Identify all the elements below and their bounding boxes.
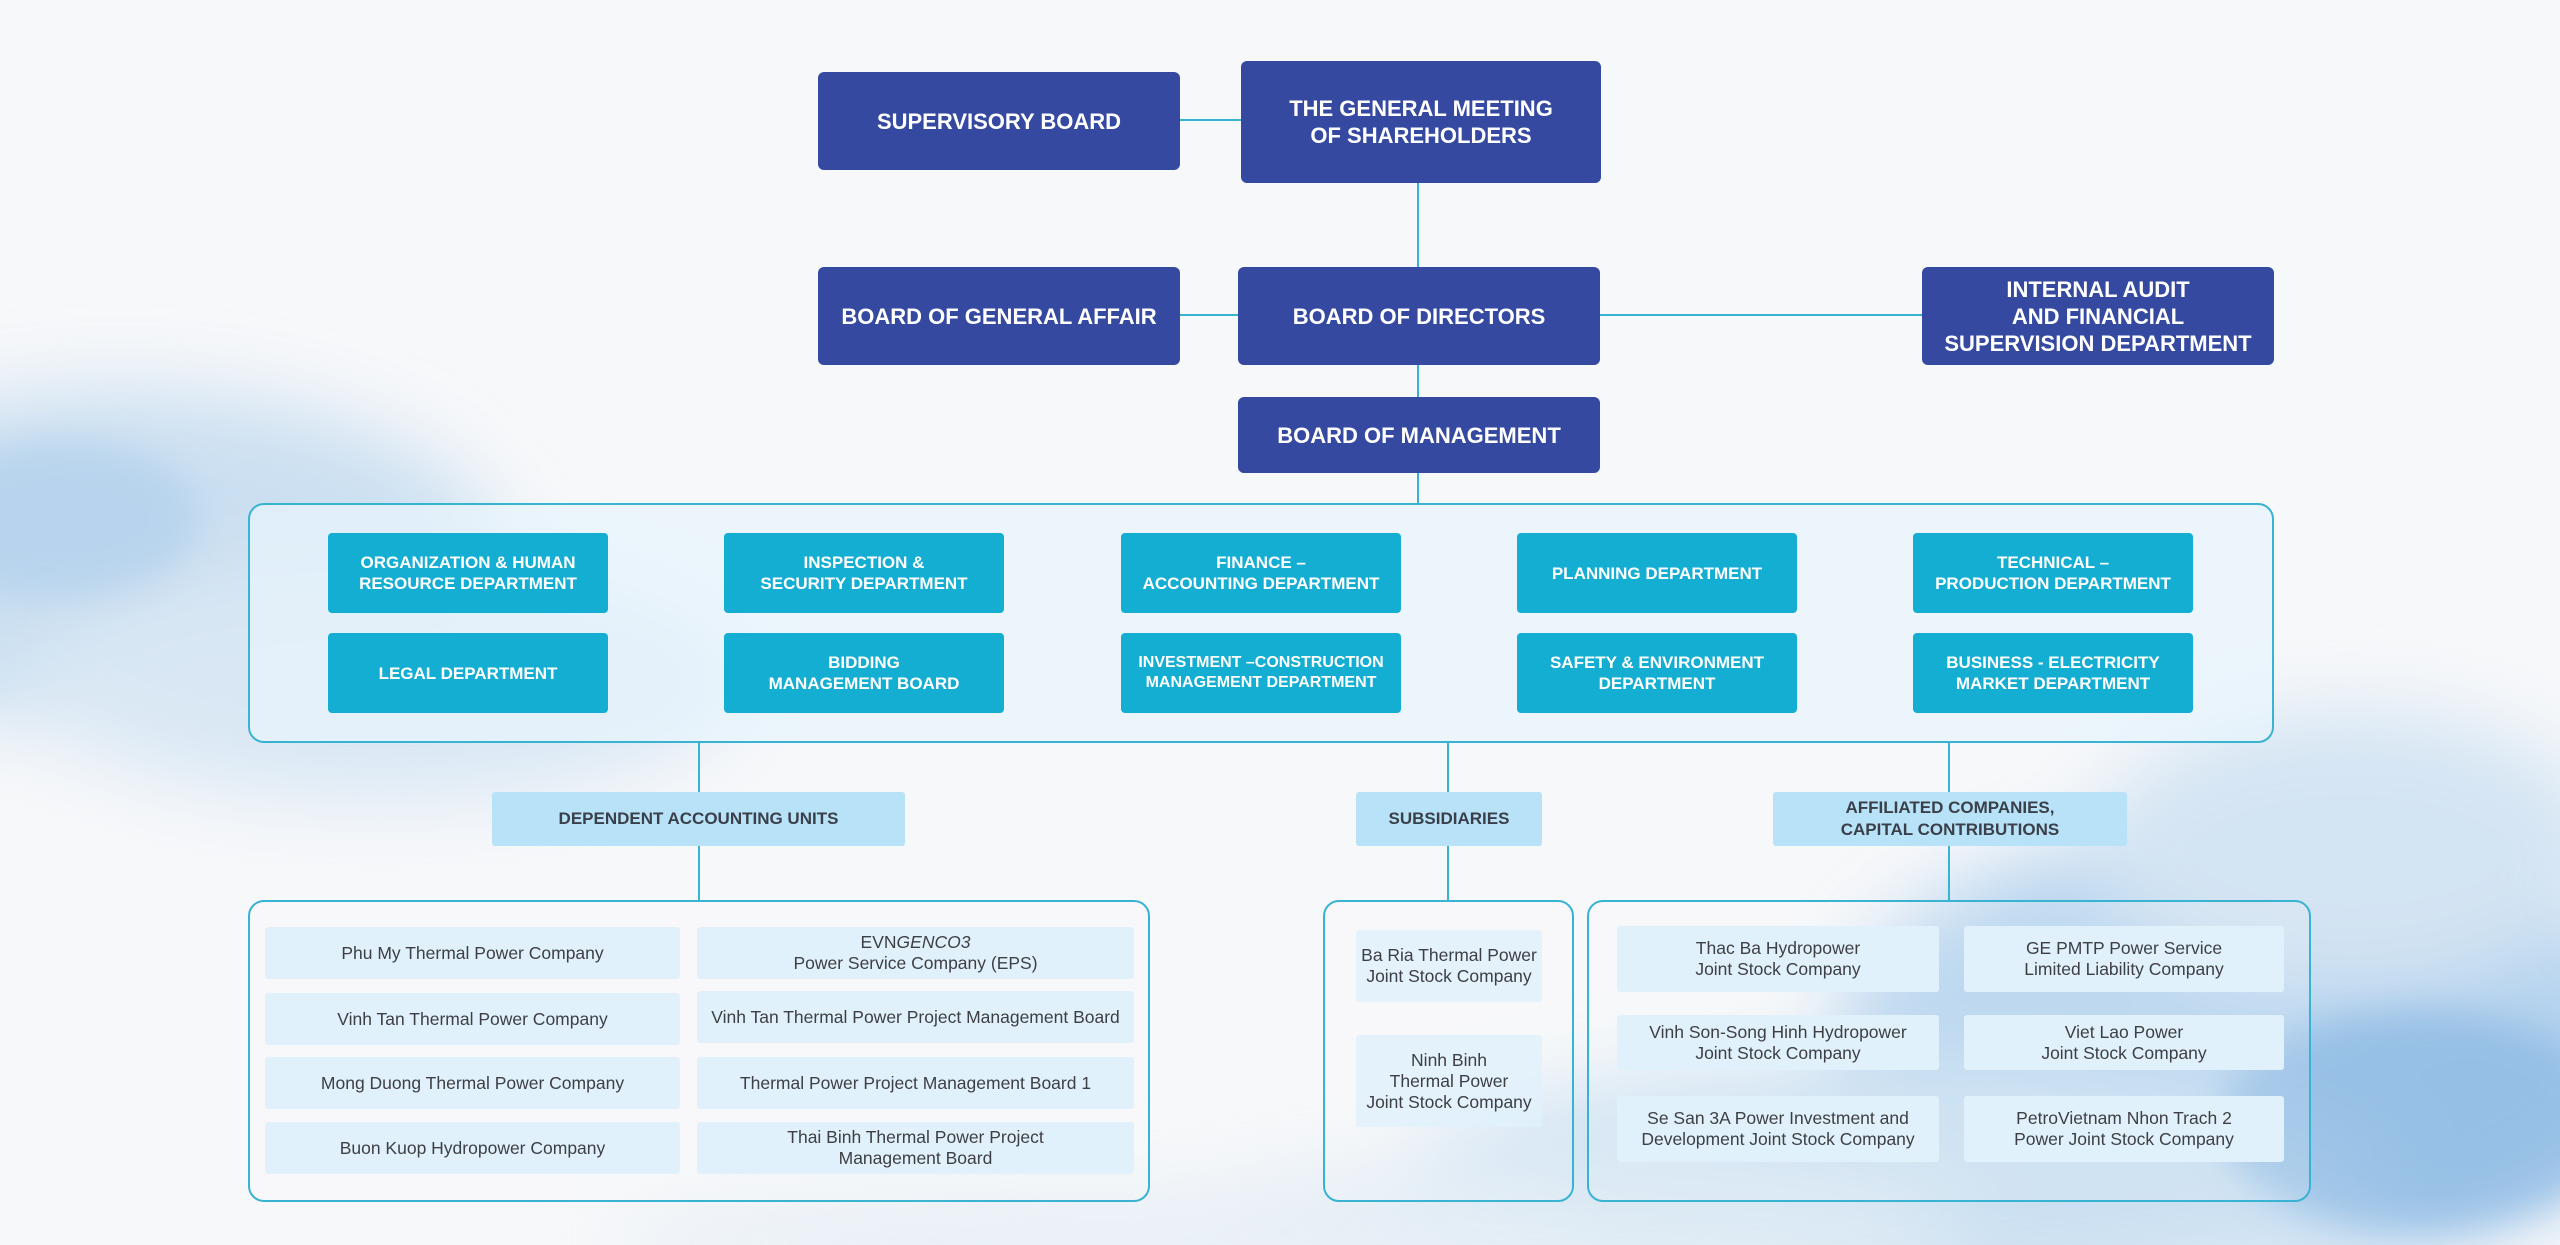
affiliate-ge-pmtp: GE PMTP Power Service Limited Liability … <box>1964 926 2284 992</box>
subsidiary-ninh-binh: Ninh Binh Thermal Power Joint Stock Comp… <box>1356 1035 1542 1127</box>
department-investment-construction: INVESTMENT –CONSTRUCTION MANAGEMENT DEPA… <box>1121 633 1401 713</box>
department-planning: PLANNING DEPARTMENT <box>1517 533 1797 613</box>
board-of-general-affair: BOARD OF GENERAL AFFAIR <box>818 267 1180 365</box>
supervisory-board: SUPERVISORY BOARD <box>818 72 1180 170</box>
unit-buon-kuop: Buon Kuop Hydropower Company <box>265 1122 680 1174</box>
eps-italic: GENCO3 <box>896 932 971 952</box>
department-legal: LEGAL DEPARTMENT <box>328 633 608 713</box>
department-finance-accounting: FINANCE – ACCOUNTING DEPARTMENT <box>1121 533 1401 613</box>
unit-evngenco3-eps: EVNGENCO3 Power Service Company (EPS) <box>697 927 1134 979</box>
eps-prefix: EVN <box>860 932 897 952</box>
board-of-directors: BOARD OF DIRECTORS <box>1238 267 1600 365</box>
internal-audit-department: INTERNAL AUDIT AND FINANCIAL SUPERVISION… <box>1922 267 2274 365</box>
department-inspection-security: INSPECTION & SECURITY DEPARTMENT <box>724 533 1004 613</box>
affiliate-vinh-son-song-hinh: Vinh Son-Song Hinh Hydropower Joint Stoc… <box>1617 1015 1939 1070</box>
general-meeting-of-shareholders: THE GENERAL MEETING OF SHAREHOLDERS <box>1241 61 1601 183</box>
unit-thai-binh-project-board: Thai Binh Thermal Power Project Manageme… <box>697 1122 1134 1174</box>
affiliate-thac-ba: Thac Ba Hydropower Joint Stock Company <box>1617 926 1939 992</box>
subsidiaries-header: SUBSIDIARIES <box>1356 792 1542 846</box>
unit-mong-duong: Mong Duong Thermal Power Company <box>265 1057 680 1109</box>
eps-line-2: Power Service Company (EPS) <box>793 953 1038 973</box>
affiliate-se-san-3a: Se San 3A Power Investment and Developme… <box>1617 1096 1939 1162</box>
unit-vinh-tan: Vinh Tan Thermal Power Company <box>265 993 680 1045</box>
subsidiary-ba-ria: Ba Ria Thermal Power Joint Stock Company <box>1356 930 1542 1002</box>
department-business-electricity-market: BUSINESS - ELECTRICITY MARKET DEPARTMENT <box>1913 633 2193 713</box>
unit-vinh-tan-project-board: Vinh Tan Thermal Power Project Managemen… <box>697 991 1134 1043</box>
department-organization-hr: ORGANIZATION & HUMAN RESOURCE DEPARTMENT <box>328 533 608 613</box>
unit-thermal-project-board-1: Thermal Power Project Management Board 1 <box>697 1057 1134 1109</box>
department-safety-environment: SAFETY & ENVIRONMENT DEPARTMENT <box>1517 633 1797 713</box>
unit-phu-my: Phu My Thermal Power Company <box>265 927 680 979</box>
affiliate-viet-lao: Viet Lao Power Joint Stock Company <box>1964 1015 2284 1070</box>
department-technical-production: TECHNICAL – PRODUCTION DEPARTMENT <box>1913 533 2193 613</box>
department-bidding-management: BIDDING MANAGEMENT BOARD <box>724 633 1004 713</box>
affiliate-petrovietnam-nhon-trach-2: PetroVietnam Nhon Trach 2 Power Joint St… <box>1964 1096 2284 1162</box>
eps-line-1: EVNGENCO3 <box>861 932 971 953</box>
board-of-management: BOARD OF MANAGEMENT <box>1238 397 1600 473</box>
affiliated-companies-header: AFFILIATED COMPANIES, CAPITAL CONTRIBUTI… <box>1773 792 2127 846</box>
dependent-accounting-units-header: DEPENDENT ACCOUNTING UNITS <box>492 792 905 846</box>
